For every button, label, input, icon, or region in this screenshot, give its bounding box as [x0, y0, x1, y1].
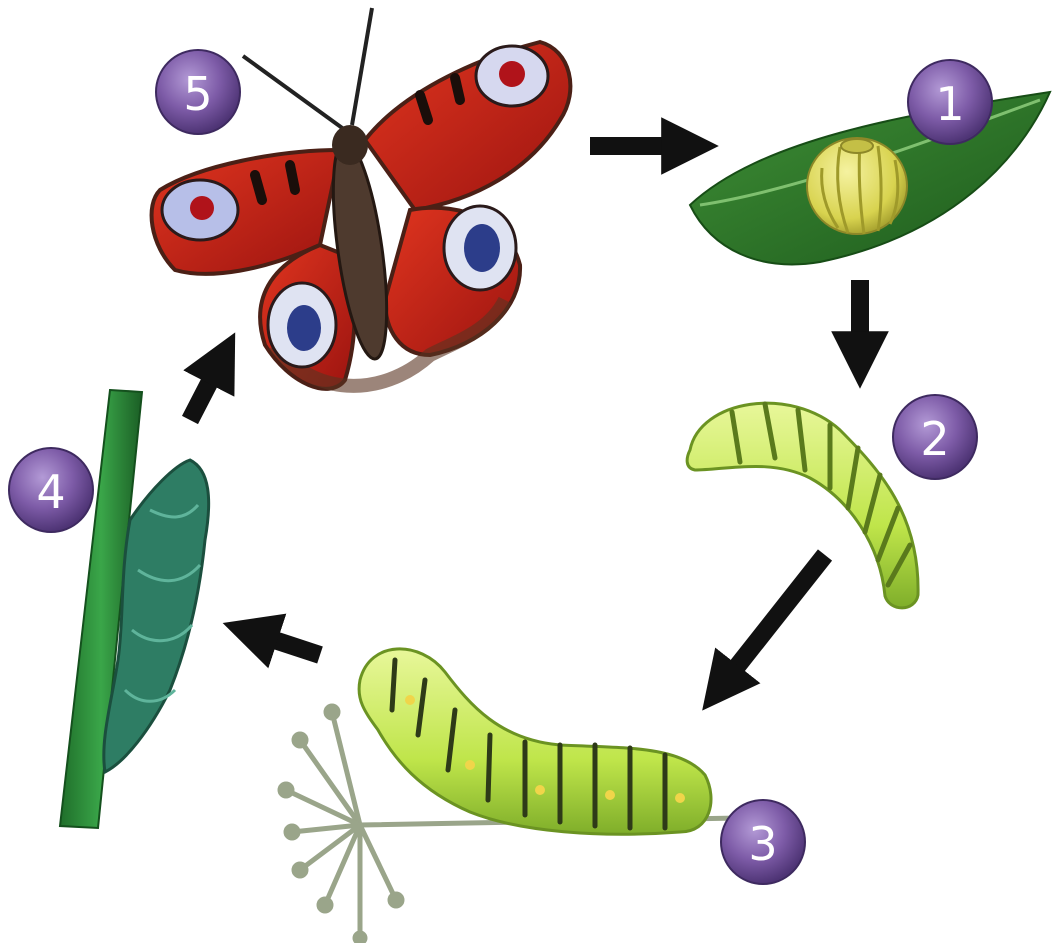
stage-3-caterpillar-on-plant — [280, 649, 740, 943]
stage-badge-2-label: 2 — [920, 412, 949, 466]
stage-badge-1: 1 — [908, 60, 992, 144]
arrow-3-to-4 — [250, 632, 320, 655]
caterpillar-icon — [359, 649, 711, 834]
stage-badge-4: 4 — [9, 448, 93, 532]
stage-badge-1-label: 1 — [935, 77, 964, 131]
stage-badge-3-label: 3 — [748, 817, 777, 871]
arrow-2-to-3 — [720, 555, 825, 688]
stage-badge-2: 2 — [893, 395, 977, 479]
stage-badge-5: 5 — [156, 50, 240, 134]
egg-icon — [807, 138, 907, 234]
stage-badge-3: 3 — [721, 800, 805, 884]
stage-4-chrysalis — [60, 390, 209, 828]
stage-badge-5-label: 5 — [183, 67, 212, 121]
stage-badge-4-label: 4 — [36, 465, 65, 519]
arrow-4-to-5 — [190, 358, 222, 420]
stage-1-egg-on-leaf — [690, 92, 1050, 264]
